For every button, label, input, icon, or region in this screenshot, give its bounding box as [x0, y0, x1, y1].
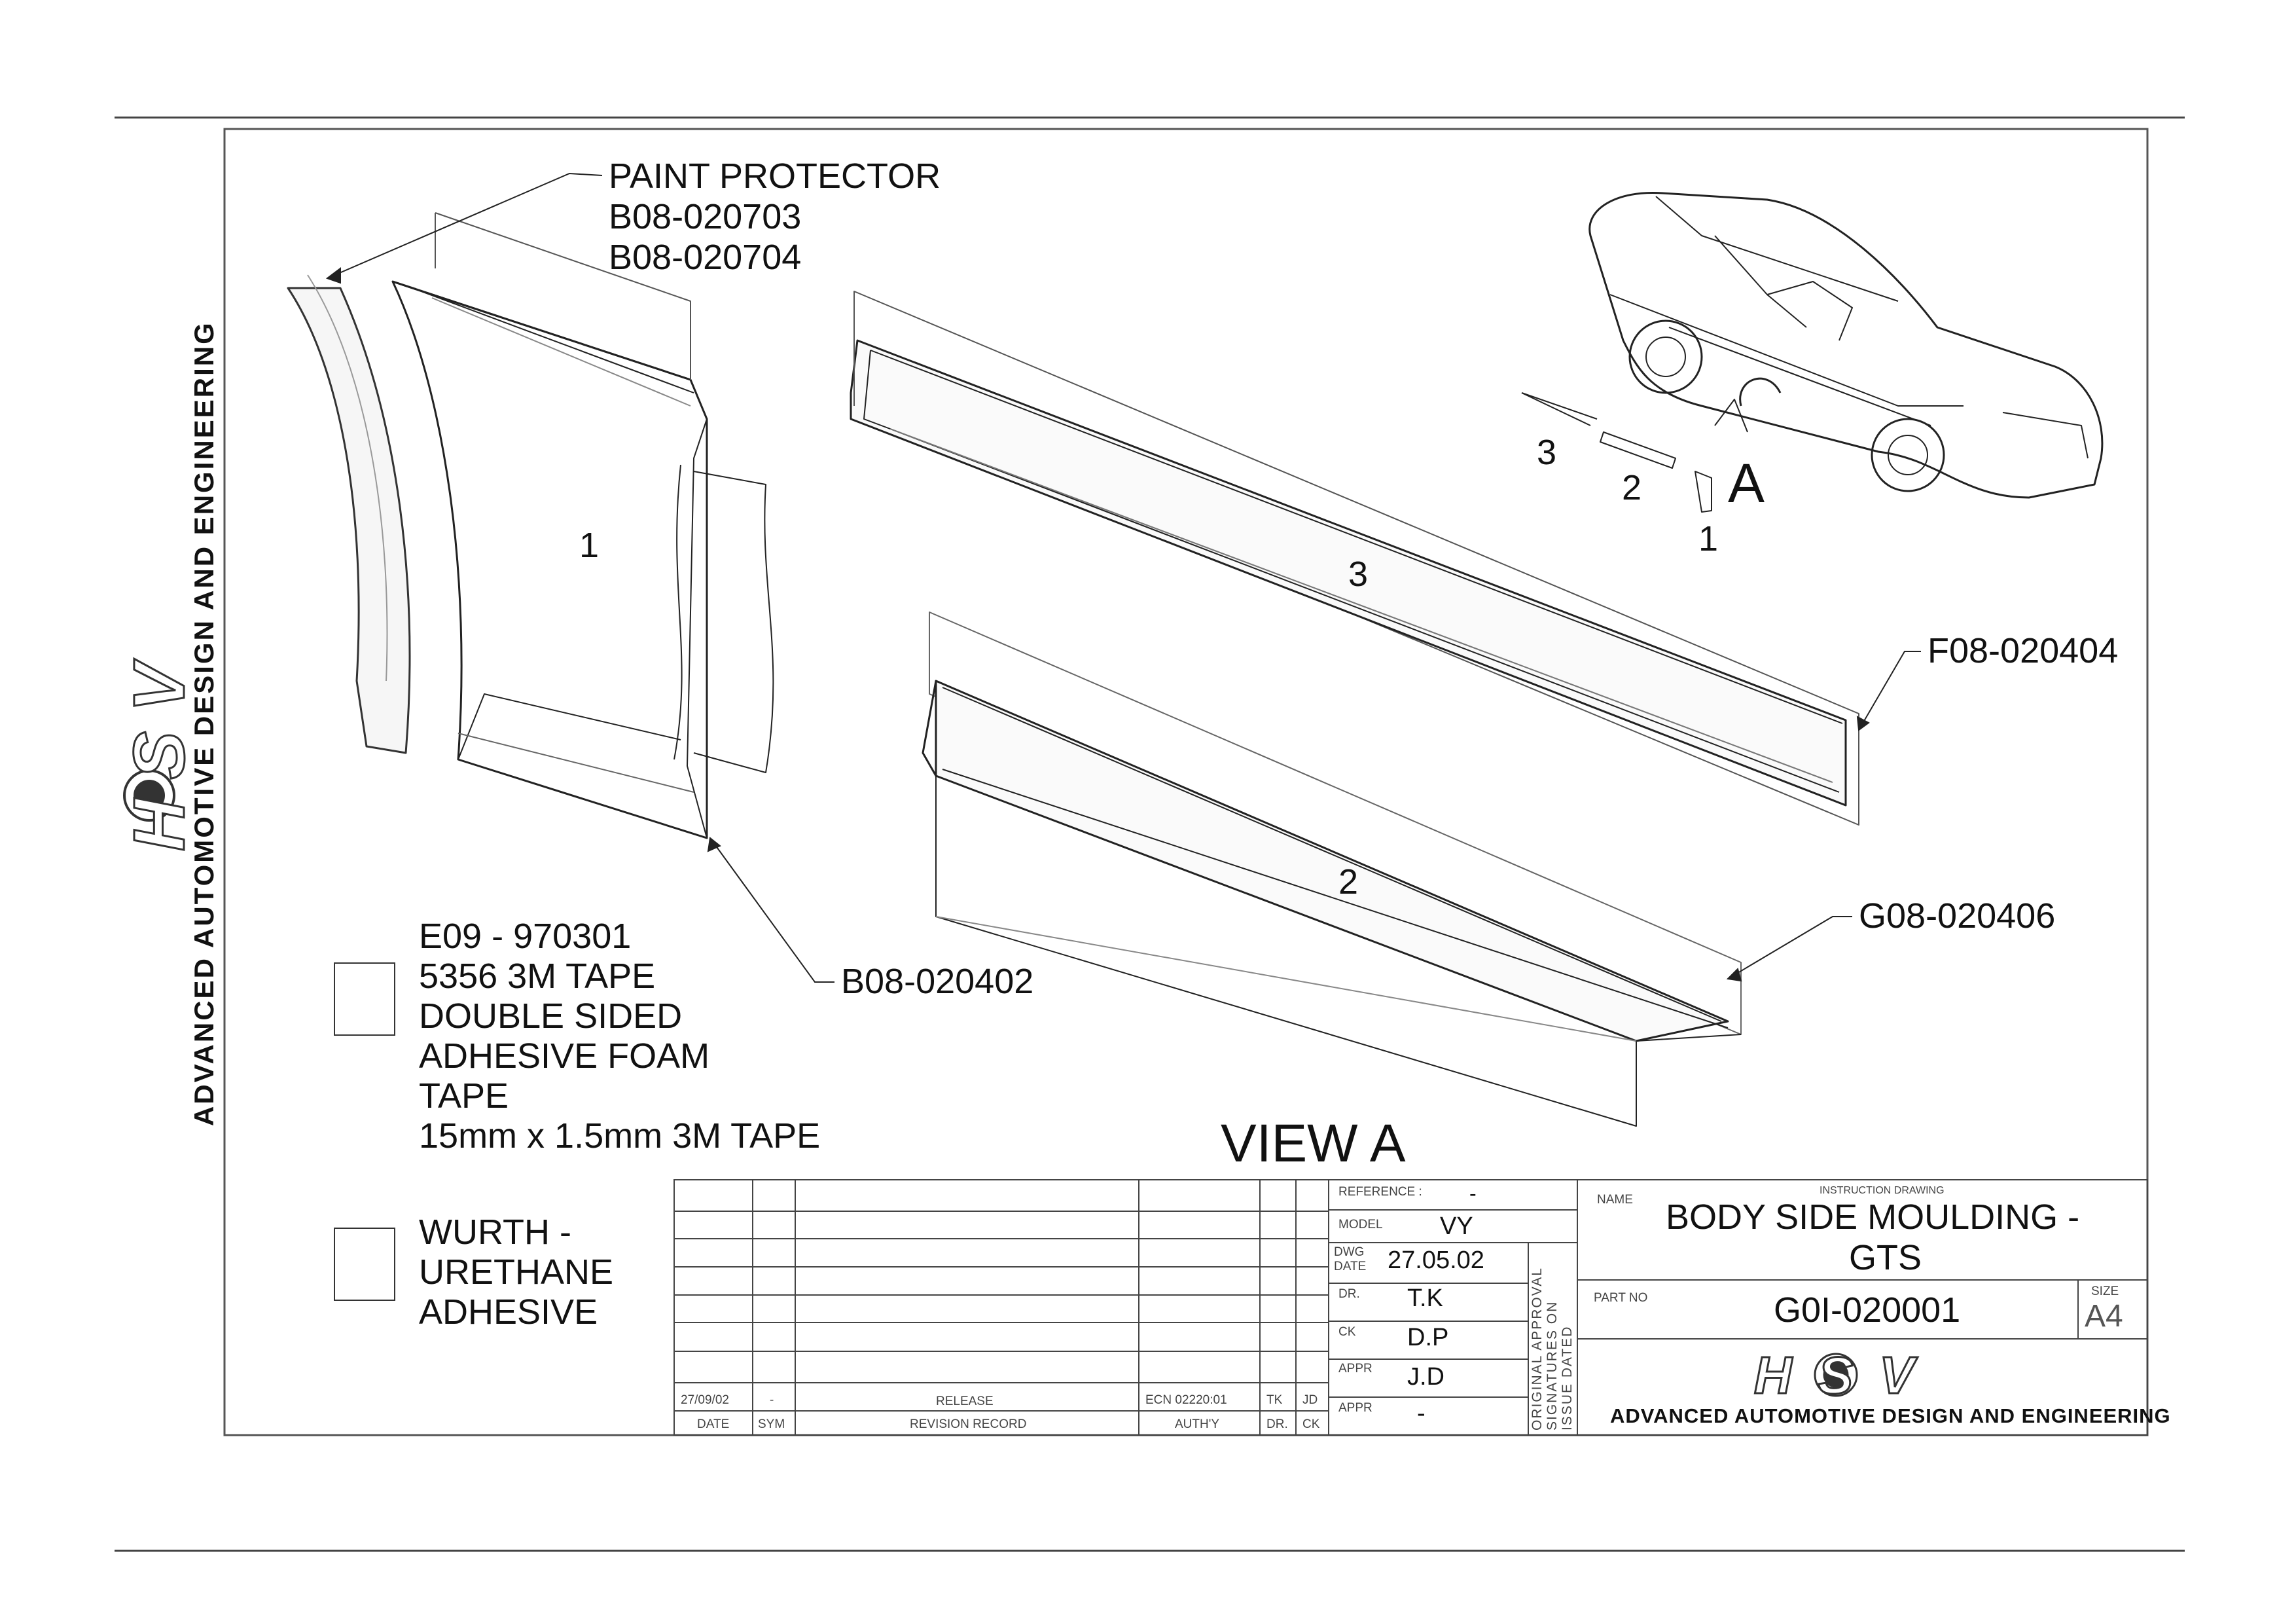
- name-label: NAME: [1597, 1193, 1633, 1207]
- legend-tape-line-4: ADHESIVE FOAM: [419, 1036, 710, 1076]
- detail-label-2: 2: [1622, 468, 1642, 507]
- appr-label: APPR: [1338, 1362, 1372, 1376]
- rev-header-authy: AUTH'Y: [1175, 1417, 1220, 1431]
- detail-label-3: 3: [1537, 433, 1557, 472]
- detail-label-a: A: [1728, 452, 1765, 514]
- legend-tape-line-5: TAPE: [419, 1076, 509, 1116]
- side-brand-logo: HSV: [118, 643, 201, 852]
- leader-lines: [325, 172, 1921, 983]
- legend-adhesive-line-3: ADHESIVE: [419, 1292, 598, 1332]
- legend-tape-line-2: 5356 3M TAPE: [419, 957, 656, 996]
- dr-value: T.K: [1407, 1285, 1443, 1312]
- ck-label: CK: [1338, 1325, 1356, 1339]
- paint-protector-part-a: B08-020703: [609, 197, 802, 236]
- title-block-grid: [673, 1179, 2148, 1436]
- top-rule: [115, 117, 2185, 119]
- dr-label: DR.: [1338, 1287, 1360, 1301]
- dwg-date-value: 27.05.02: [1388, 1247, 1484, 1274]
- size-label: SIZE: [2091, 1285, 2119, 1298]
- legend-text-adhesive: WURTH - URETHANE ADHESIVE: [419, 1213, 613, 1332]
- rev-header-record: REVISION RECORD: [910, 1417, 1027, 1431]
- rev-sym: -: [770, 1393, 774, 1407]
- ck-value: D.P: [1407, 1324, 1449, 1351]
- legend-adhesive-line-2: URETHANE: [419, 1252, 614, 1292]
- g08-callout: G08-020406: [1859, 896, 2056, 936]
- legend-tape-line-1: E09 - 970301: [419, 917, 632, 956]
- view-a-label: VIEW A: [1221, 1114, 1406, 1173]
- title-block-brand-logo: HSV: [1753, 1345, 1941, 1406]
- model-label: MODEL: [1338, 1218, 1383, 1231]
- rev-header-ck: CK: [1302, 1417, 1320, 1431]
- part-1-drawing: [287, 212, 774, 839]
- reference-label: REFERENCE :: [1338, 1185, 1422, 1199]
- appr2-value: -: [1417, 1400, 1426, 1427]
- part-1-number: 1: [579, 526, 600, 565]
- rev-ck: JD: [1302, 1393, 1318, 1407]
- part-no-label: PART NO: [1594, 1291, 1648, 1305]
- rev-header-dr: DR.: [1266, 1417, 1288, 1431]
- rev-authy: ECN 02220:01: [1145, 1393, 1227, 1407]
- instruction-label: INSTRUCTION DRAWING: [1820, 1185, 1945, 1196]
- rev-header-sym: SYM: [758, 1417, 785, 1431]
- signatures-note-line-3: ISSUE DATED: [1560, 1325, 1575, 1431]
- model-value: VY: [1440, 1213, 1473, 1240]
- paint-protector-title: PAINT PROTECTOR: [609, 156, 941, 196]
- b08-020402-callout: B08-020402: [841, 962, 1034, 1001]
- legend-swatch-tape: [334, 962, 395, 1036]
- bottom-rule: [115, 1550, 2185, 1552]
- title-block-logo-mark: [1814, 1353, 1858, 1397]
- car-detail-drawing: [1521, 191, 2104, 513]
- drawing-name-line-2: GTS: [1849, 1238, 1922, 1277]
- appr2-label: APPR: [1338, 1401, 1372, 1415]
- f08-callout: F08-020404: [1928, 631, 2119, 670]
- legend-text-tape: E09 - 970301 5356 3M TAPE DOUBLE SIDED A…: [419, 917, 820, 1156]
- side-logo-mark: [123, 769, 175, 822]
- rev-date: 27/09/02: [681, 1393, 729, 1407]
- signatures-note: ORIGINAL APPROVAL SIGNATURES ON ISSUE DA…: [1530, 1267, 1575, 1431]
- paint-protector-part-b: B08-020704: [609, 238, 802, 277]
- part-2-drawing: [922, 611, 1742, 1127]
- legend-adhesive-line-1: WURTH -: [419, 1213, 571, 1252]
- part-3-number: 3: [1348, 555, 1369, 594]
- dwg-date-label-2: DATE: [1334, 1260, 1367, 1273]
- paint-protector-callout: PAINT PROTECTOR B08-020703 B08-020704: [609, 156, 941, 278]
- part-2-number: 2: [1338, 862, 1359, 902]
- dwg-date-label-1: DWG: [1334, 1245, 1365, 1259]
- part-no-value: G0I-020001: [1774, 1290, 1961, 1330]
- size-value: A4: [2085, 1299, 2123, 1334]
- legend-tape-line-3: DOUBLE SIDED: [419, 996, 683, 1036]
- drawing-name-line-1: BODY SIDE MOULDING -: [1666, 1197, 2080, 1237]
- detail-label-1: 1: [1698, 519, 1719, 558]
- title-block-company: ADVANCED AUTOMOTIVE DESIGN AND ENGINEERI…: [1610, 1404, 2171, 1427]
- reference-value: -: [1469, 1182, 1477, 1205]
- appr-value: J.D: [1407, 1363, 1444, 1391]
- signatures-note-line-1: ORIGINAL APPROVAL: [1530, 1267, 1545, 1431]
- rev-header-date: DATE: [697, 1417, 730, 1431]
- signatures-note-line-2: SIGNATURES ON: [1545, 1300, 1560, 1431]
- part-3-drawing: [850, 291, 1859, 826]
- legend-tape-line-6: 15mm x 1.5mm 3M TAPE: [419, 1116, 821, 1156]
- rev-dr: TK: [1266, 1393, 1283, 1407]
- rev-record: RELEASE: [936, 1395, 994, 1408]
- legend-swatch-adhesive: [334, 1228, 395, 1301]
